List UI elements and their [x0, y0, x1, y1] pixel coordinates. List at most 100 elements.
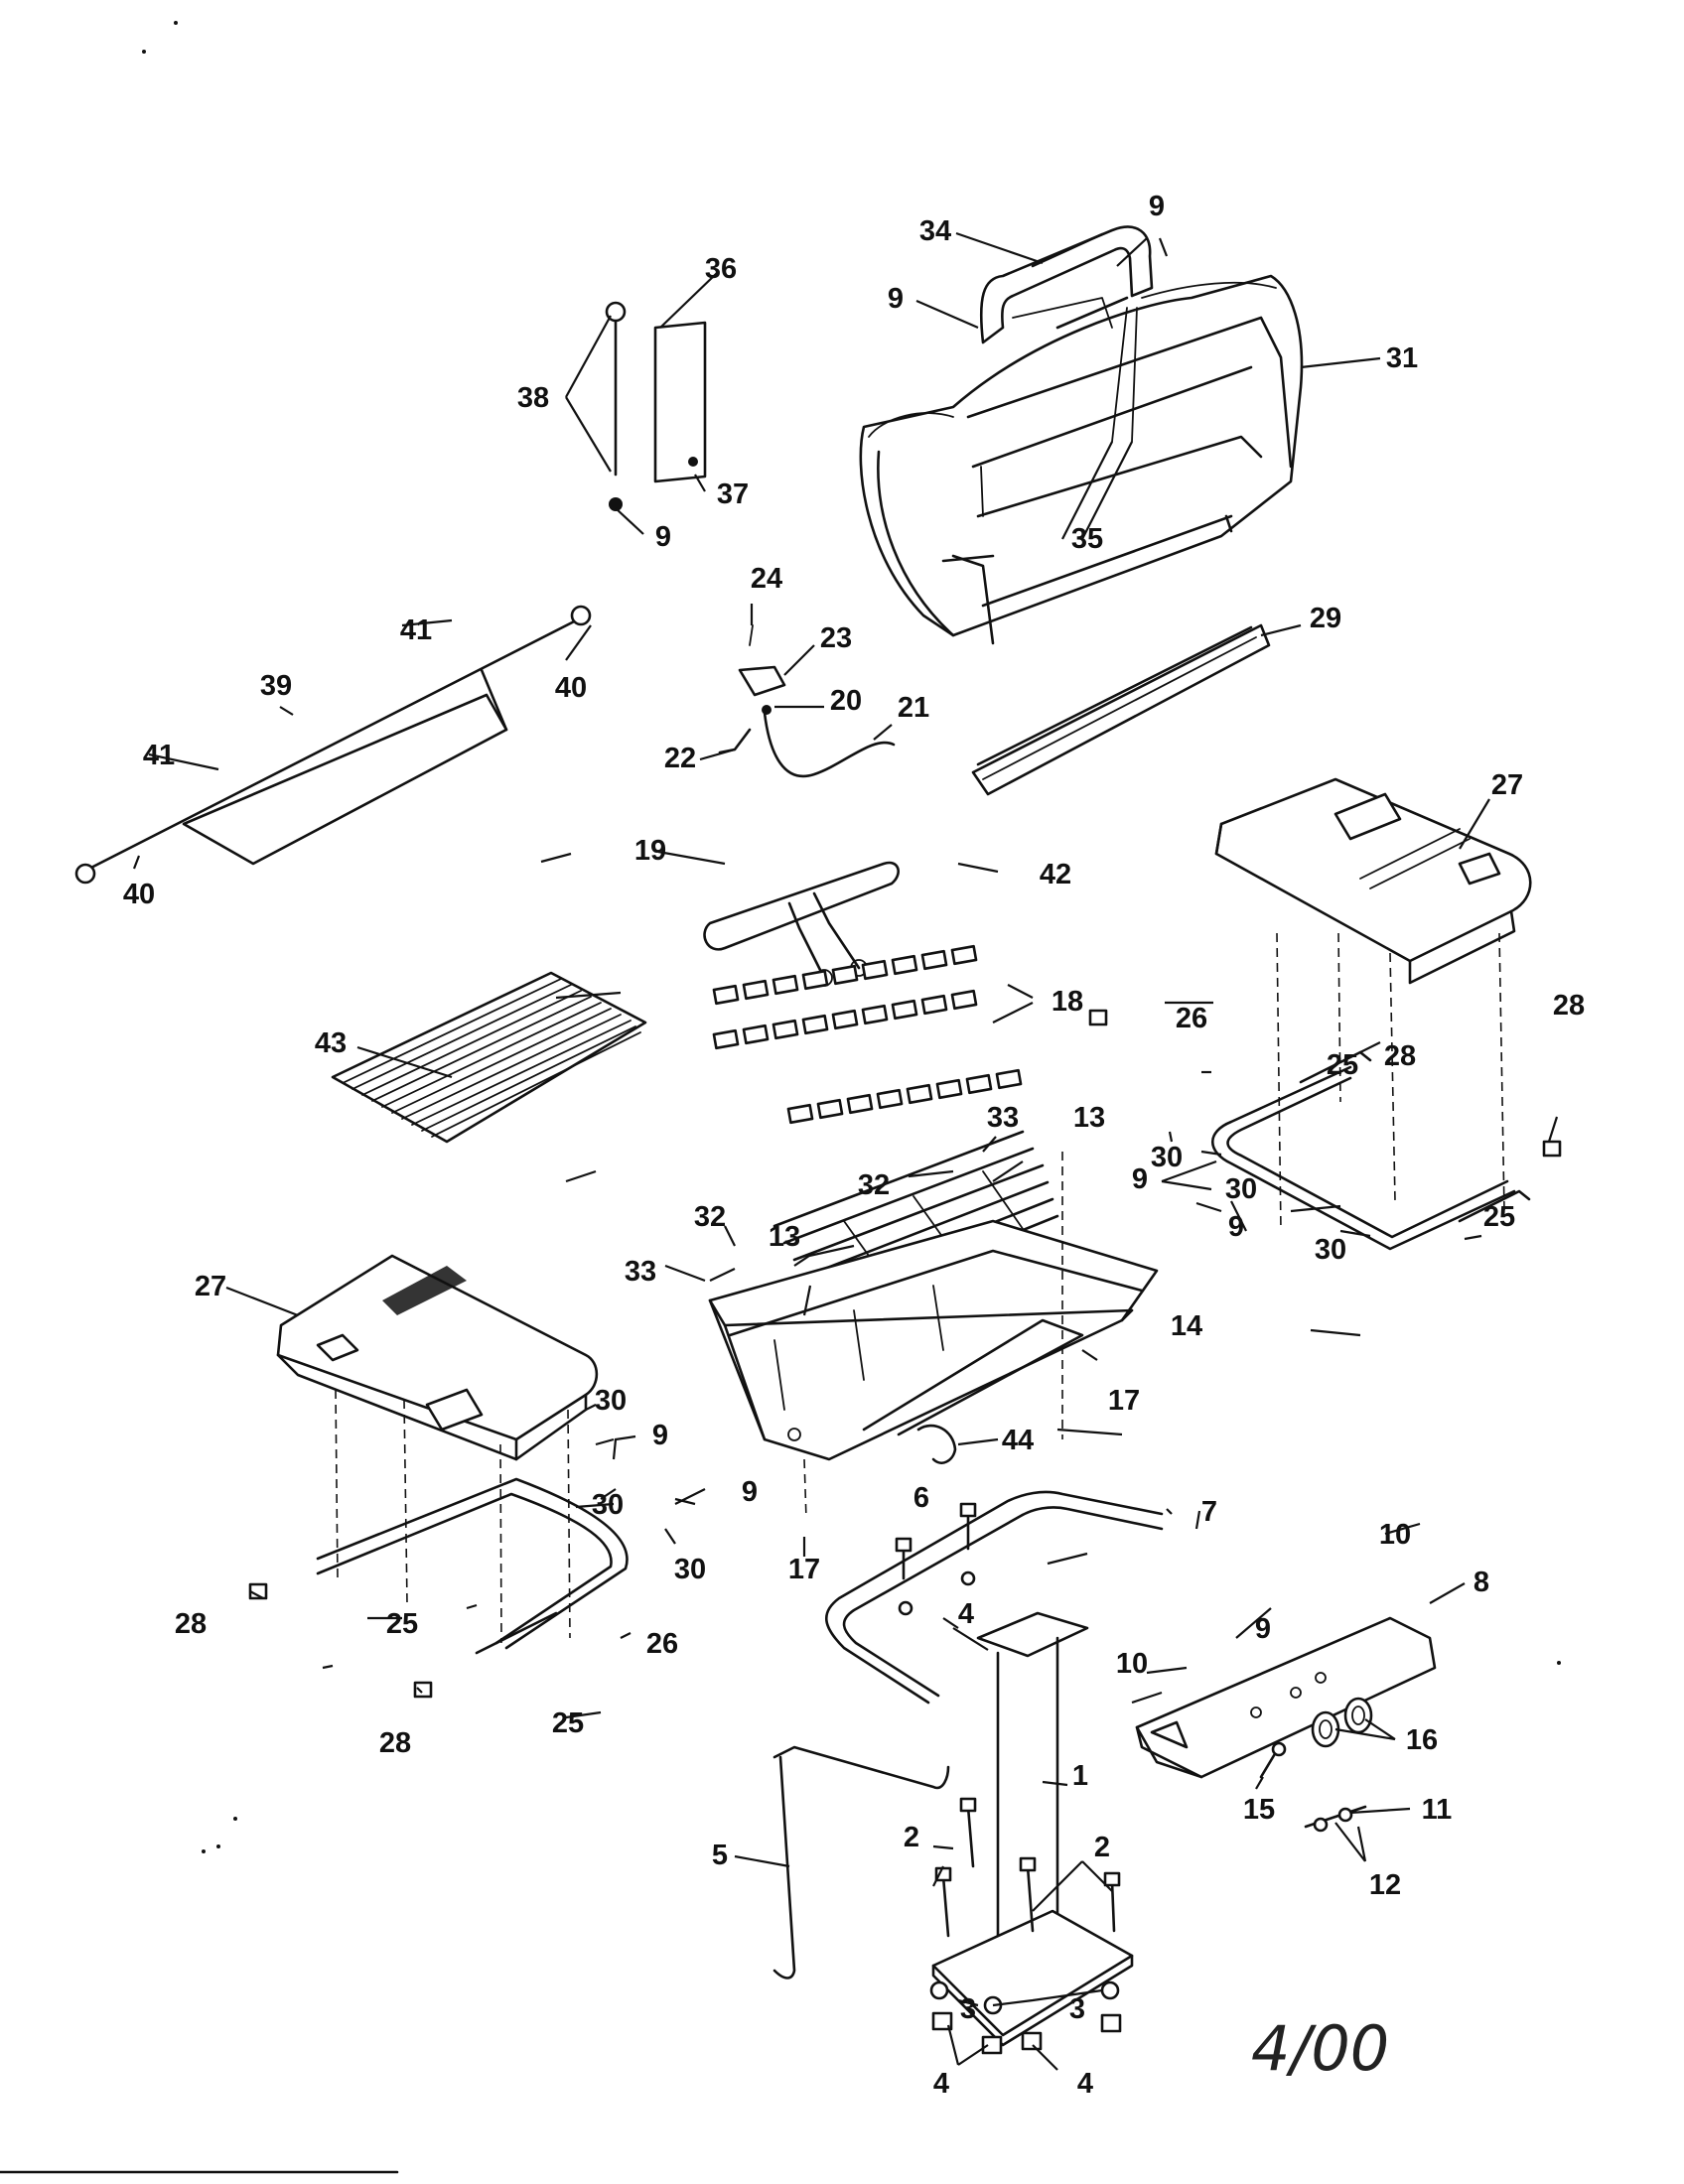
- callout-2: 2: [904, 1822, 919, 1853]
- part-hinge-assembly: [605, 301, 707, 511]
- callout-43: 43: [315, 1027, 347, 1059]
- callout-31: 31: [1386, 342, 1418, 374]
- callout-33: 33: [987, 1102, 1019, 1134]
- callout-7: 7: [1201, 1496, 1217, 1528]
- callout-16: 16: [1406, 1724, 1438, 1756]
- callout-18: 18: [1052, 986, 1083, 1018]
- callout-5: 5: [712, 1840, 728, 1871]
- callout-19: 19: [634, 835, 666, 867]
- callout-14: 14: [1171, 1310, 1202, 1342]
- callout-41: 41: [143, 740, 175, 771]
- callout-22: 22: [664, 743, 696, 774]
- callout-13: 13: [1073, 1102, 1105, 1134]
- callout-25: 25: [1483, 1201, 1515, 1233]
- part-warming-shield: [971, 623, 1271, 796]
- callout-33: 33: [625, 1256, 656, 1288]
- callout-40: 40: [123, 879, 155, 910]
- callout-4: 4: [958, 1598, 974, 1630]
- part-cooking-grid: [331, 971, 647, 1144]
- callout-12: 12: [1369, 1869, 1401, 1901]
- callout-28: 28: [175, 1608, 207, 1640]
- callout-15: 15: [1243, 1794, 1275, 1826]
- part-pedestal: [931, 1611, 1134, 2047]
- callout-30: 30: [592, 1489, 624, 1521]
- callout-30: 30: [1315, 1234, 1346, 1266]
- callout-20: 20: [830, 685, 862, 717]
- part-leg-brace: [824, 1490, 1164, 1705]
- callout-11: 11: [1422, 1794, 1453, 1826]
- callout-35: 35: [1071, 523, 1103, 555]
- part-briquettes: [712, 944, 1023, 1125]
- part-igniter: [718, 624, 896, 778]
- leader-lines: [132, 231, 1559, 2071]
- callout-27: 27: [1491, 769, 1523, 801]
- callout-23: 23: [820, 622, 852, 654]
- part-heat-shield-rods: [980, 307, 1138, 517]
- callout-28: 28: [1553, 990, 1585, 1022]
- callout-25: 25: [552, 1707, 584, 1739]
- part-shelf-frame-right: [1211, 1050, 1531, 1251]
- callout-40: 40: [555, 672, 587, 704]
- part-valve-fittings: [1259, 1741, 1367, 1833]
- callout-17: 17: [788, 1554, 820, 1585]
- callout-9: 9: [1255, 1613, 1271, 1645]
- callout-29: 29: [1310, 603, 1341, 634]
- callout-10: 10: [1379, 1519, 1411, 1551]
- part-shelf-frame-left: [316, 1477, 629, 1655]
- callout-3: 3: [1069, 1993, 1085, 2025]
- callout-9: 9: [742, 1476, 758, 1508]
- callout-36: 36: [705, 253, 737, 285]
- callout-9: 9: [888, 283, 904, 315]
- part-warming-rack: [74, 605, 592, 885]
- callout-4: 4: [1077, 2068, 1093, 2100]
- callout-3: 3: [960, 1993, 976, 2025]
- callout-30: 30: [1151, 1142, 1183, 1173]
- callout-4: 4: [933, 2068, 949, 2100]
- part-leg-rod: [772, 1745, 950, 1979]
- part-lid-hood: [859, 274, 1304, 645]
- revision-date-mark: 4/00: [1251, 2012, 1389, 2085]
- part-hardware-bolts: [248, 1009, 1562, 2055]
- callout-6: 6: [913, 1482, 929, 1514]
- callout-13: 13: [769, 1221, 800, 1253]
- callout-28: 28: [379, 1727, 411, 1759]
- callout-25: 25: [386, 1608, 418, 1640]
- assembly-lines: [335, 932, 1505, 1644]
- callout-38: 38: [517, 382, 549, 414]
- callout-30: 30: [1225, 1173, 1257, 1205]
- callout-10: 10: [1116, 1648, 1148, 1680]
- callout-17: 17: [1108, 1385, 1140, 1417]
- callout-42: 42: [1040, 859, 1071, 890]
- callout-41: 41: [400, 614, 432, 646]
- callout-26: 26: [646, 1628, 678, 1660]
- callout-32: 32: [694, 1201, 726, 1233]
- scan-specks: [142, 21, 1561, 1853]
- callout-8: 8: [1474, 1567, 1489, 1598]
- callout-30: 30: [595, 1385, 627, 1417]
- part-firebox: [708, 1219, 1159, 1461]
- callout-27: 27: [195, 1271, 226, 1302]
- callout-26: 26: [1176, 1003, 1207, 1034]
- callout-9: 9: [1228, 1211, 1244, 1243]
- callout-9: 9: [655, 521, 671, 553]
- callout-9: 9: [1149, 191, 1165, 222]
- callout-34: 34: [919, 215, 951, 247]
- part-lid-handle: [979, 225, 1154, 344]
- part-control-panel: [1135, 1616, 1437, 1779]
- callout-32: 32: [858, 1169, 890, 1201]
- callout-28: 28: [1384, 1040, 1416, 1072]
- callout-9: 9: [1132, 1163, 1148, 1195]
- callout-9: 9: [652, 1420, 668, 1451]
- callout-2: 2: [1094, 1832, 1110, 1863]
- callout-24: 24: [751, 563, 782, 595]
- callout-25: 25: [1327, 1049, 1358, 1081]
- callout-30: 30: [674, 1554, 706, 1585]
- callout-39: 39: [260, 670, 292, 702]
- part-side-shelf-right: [1214, 777, 1532, 985]
- callout-labels: 34 9 9 31 35 36 38 37 9 29 24 23 20 21 2…: [123, 191, 1585, 2100]
- callout-21: 21: [898, 692, 929, 724]
- callout-44: 44: [1002, 1425, 1034, 1456]
- callout-1: 1: [1072, 1760, 1088, 1792]
- part-side-shelf-left: [276, 1254, 599, 1461]
